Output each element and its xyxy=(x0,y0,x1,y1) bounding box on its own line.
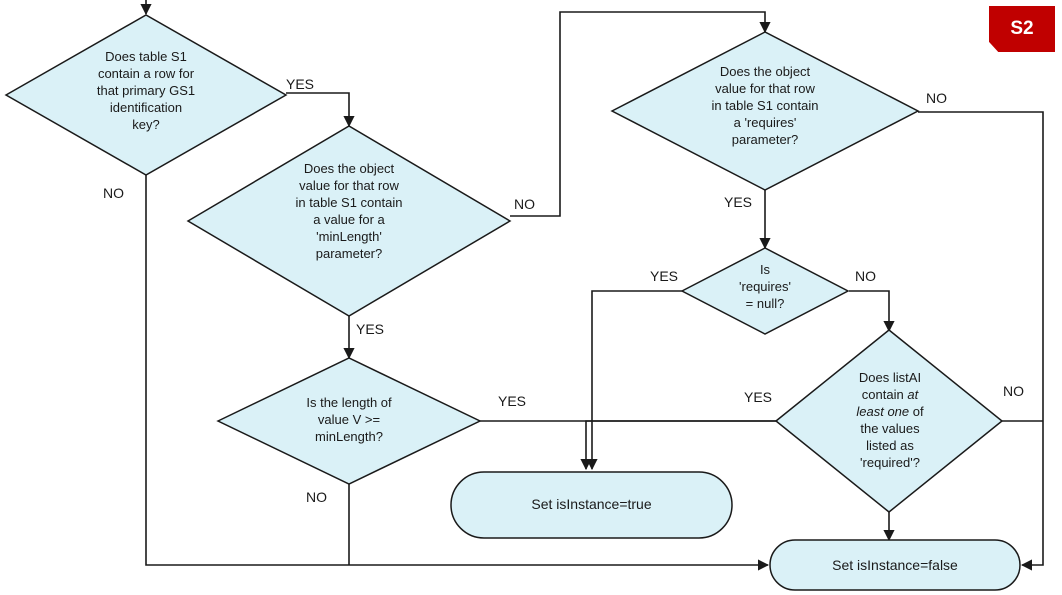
terminal-true-shape xyxy=(450,471,733,539)
decision-text-line: least one of xyxy=(815,403,965,420)
decision-text-line: a 'requires' xyxy=(733,115,797,130)
decision-text-line: key? xyxy=(132,117,160,132)
decision-text-line: contain at xyxy=(815,386,965,403)
emphasis-text: least one xyxy=(856,404,910,419)
label-d3-no: NO xyxy=(306,489,327,505)
decision-text-line: identification xyxy=(109,100,183,115)
decision-text-line: value for that row xyxy=(715,81,815,96)
label-d6-no: NO xyxy=(1003,383,1024,399)
label-d1-yes: YES xyxy=(286,76,315,92)
decision-3-diamond xyxy=(216,357,482,485)
text-segment: of xyxy=(909,404,924,419)
label-d4-no: NO xyxy=(926,90,947,106)
edge-d5-no xyxy=(849,290,895,333)
decision-2-diamond xyxy=(186,125,512,317)
label-d2-no: NO xyxy=(514,196,535,212)
decision-3-text: Is the length of value V >= minLength? xyxy=(269,394,429,445)
decision-1-diamond xyxy=(4,14,288,176)
label-d4-yes: YES xyxy=(724,194,753,210)
decision-2-text: Does the object value for that row in tabl… xyxy=(269,160,429,262)
decision-text-line: = null? xyxy=(745,296,785,311)
decision-text-line: value for that row xyxy=(299,178,399,193)
decision-text-line: contain a row for xyxy=(97,66,195,81)
decision-text-line: a value for a xyxy=(313,212,385,227)
decision-4-text: Does the object value for that row in tabl… xyxy=(685,63,845,148)
decision-5-diamond xyxy=(680,247,850,335)
decision-text-line: Is xyxy=(759,262,771,277)
decision-text-line: value V >= xyxy=(317,412,381,427)
decision-text-line: that primary GS1 xyxy=(96,83,196,98)
emphasis-text: at xyxy=(907,387,919,402)
decision-text-line: in table S1 contain xyxy=(711,98,819,113)
decision-text-line: 'required'? xyxy=(815,454,965,471)
decision-text-line: minLength? xyxy=(315,429,383,444)
label-d6-yes: YES xyxy=(744,389,773,405)
text-segment: contain xyxy=(861,387,908,402)
edge-d5-yes xyxy=(586,290,682,471)
text-segment: 'required'? xyxy=(860,455,920,470)
decision-text-line: Is the length of xyxy=(306,395,392,410)
text-segment: listed as xyxy=(866,438,914,453)
decision-text-line: parameter? xyxy=(315,246,383,261)
decision-text-line: Does the object xyxy=(719,64,811,79)
edge-d1-yes xyxy=(286,92,355,128)
label-d3-yes: YES xyxy=(498,393,527,409)
decision-5-text: Is 'requires' = null? xyxy=(705,261,825,312)
edge-d1-no xyxy=(145,174,770,571)
terminal-false-shape xyxy=(769,539,1021,591)
decision-text-line: Does the object xyxy=(303,161,395,176)
terminal-false-text: Set isInstance=false xyxy=(832,557,958,573)
text-segment: the values xyxy=(860,421,920,436)
decision-6-diamond xyxy=(774,329,1004,513)
edge-d2-no xyxy=(510,11,771,217)
label-d2-yes: YES xyxy=(356,321,385,337)
edge-d6-yes xyxy=(580,420,777,471)
decision-text-line: Does listAI xyxy=(815,369,965,386)
section-tag-badge: S2 xyxy=(989,6,1055,52)
decision-text-line: Does table S1 xyxy=(105,49,187,64)
label-d5-yes: YES xyxy=(650,268,679,284)
decision-text-line: listed as xyxy=(815,437,965,454)
decision-text-line: 'minLength' xyxy=(316,229,382,244)
decision-text-line: parameter? xyxy=(731,132,799,147)
terminal-true-text: Set isInstance=true xyxy=(531,496,652,512)
label-d1-no: NO xyxy=(103,185,124,201)
decision-1-text: Does table S1 contain a row for that prima… xyxy=(66,48,226,133)
decision-text-line: in table S1 contain xyxy=(295,195,403,210)
edge-d4-no xyxy=(918,111,1044,571)
decision-4-diamond xyxy=(610,31,920,191)
text-segment: Does listAI xyxy=(858,370,922,385)
label-d5-no: NO xyxy=(855,268,876,284)
decision-text-line: the values xyxy=(815,420,965,437)
decision-text-line: 'requires' xyxy=(739,279,791,294)
